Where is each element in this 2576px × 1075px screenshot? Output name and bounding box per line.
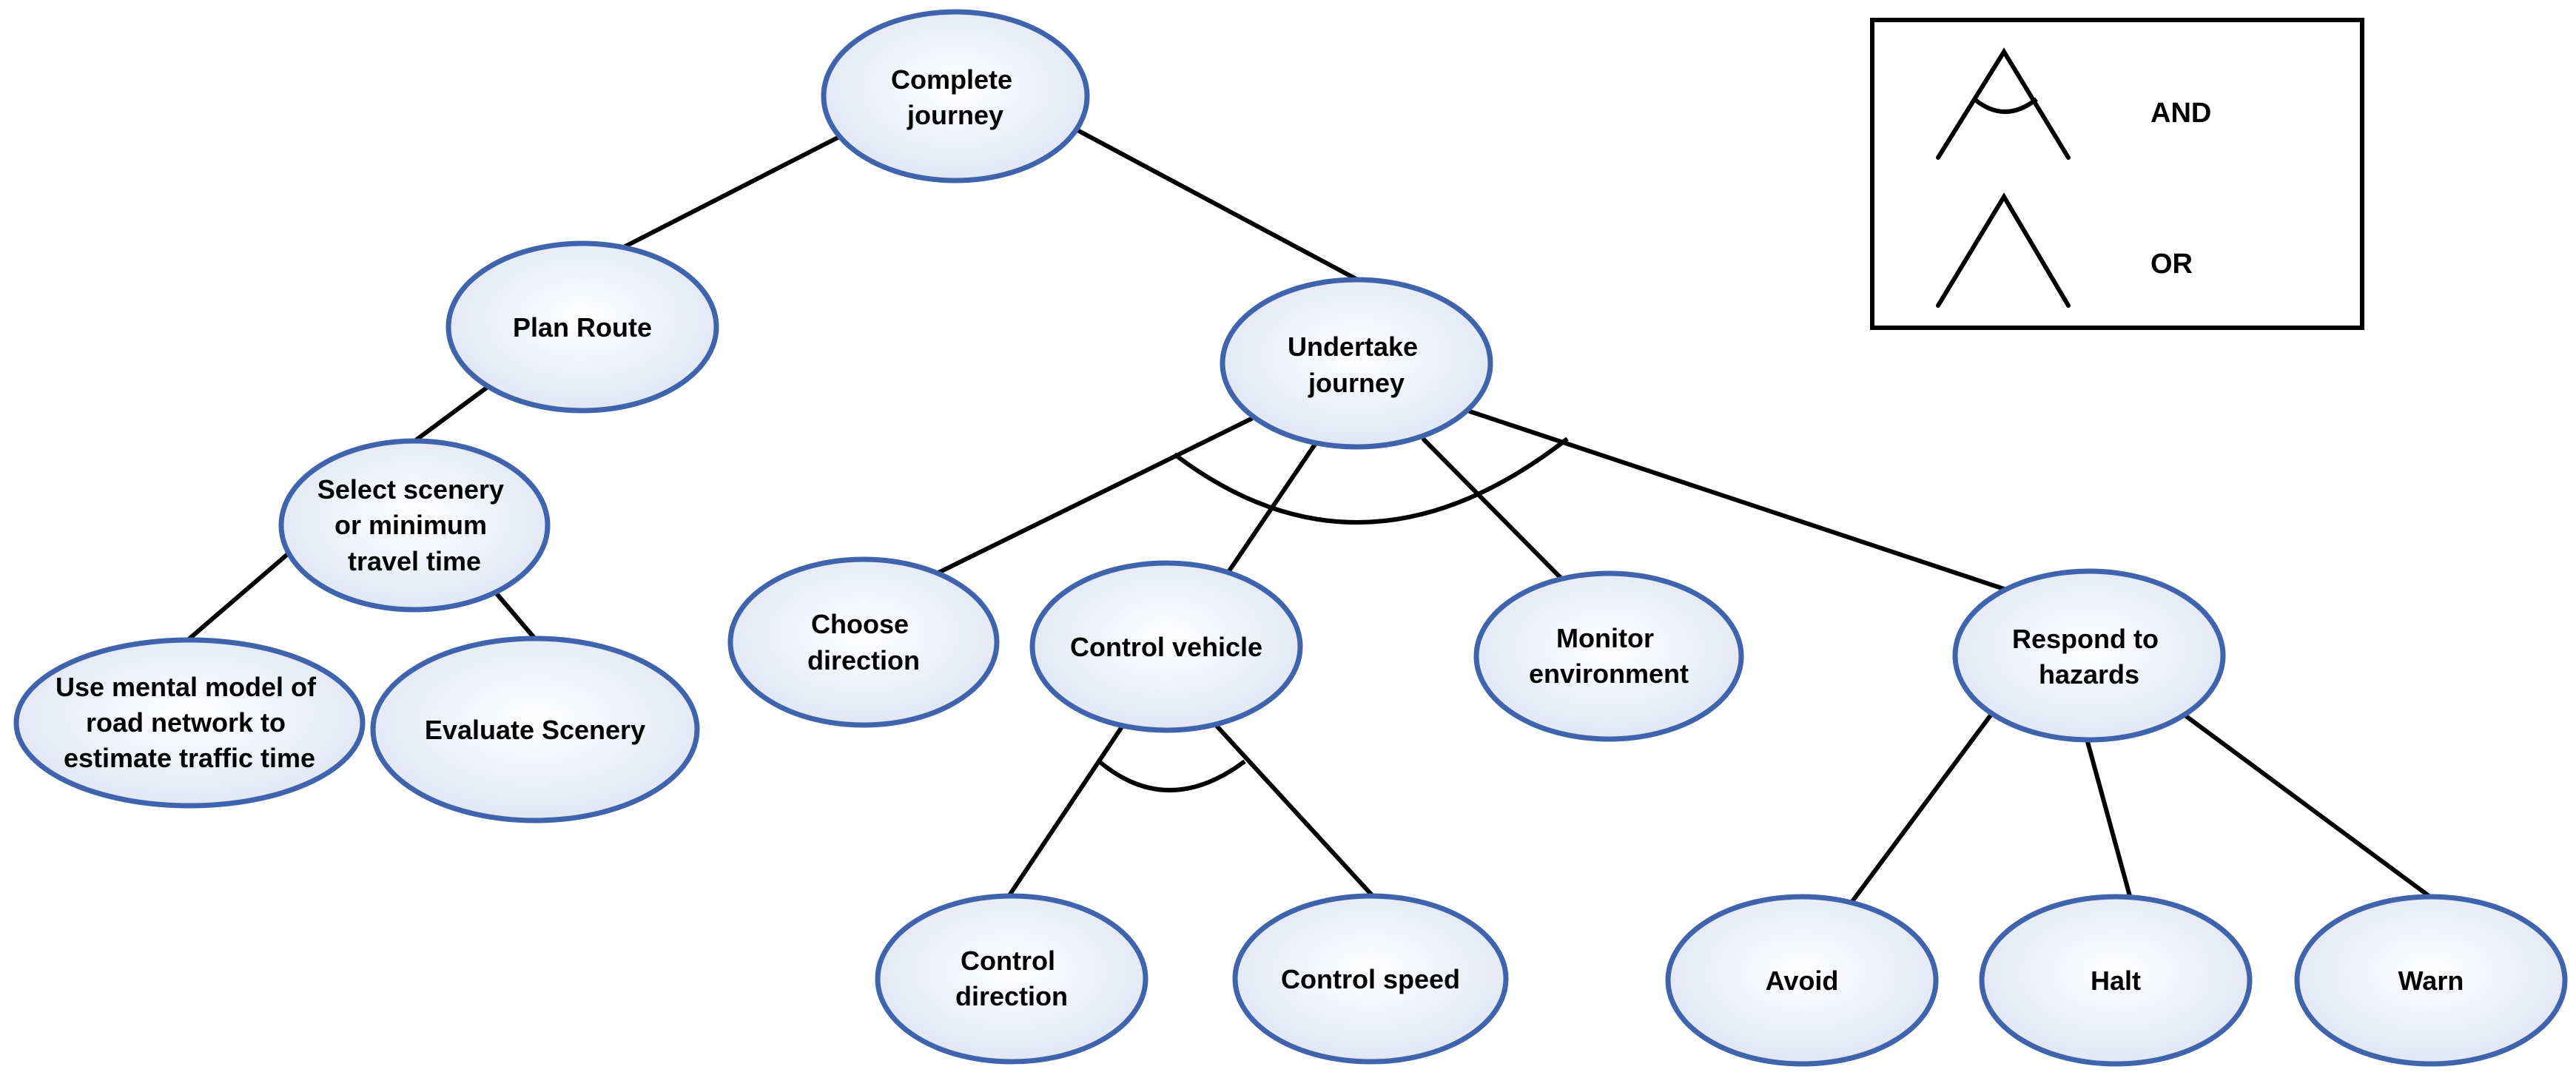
node-warn: Warn	[2294, 894, 2568, 1067]
node-plan-route-label: Plan Route	[513, 312, 652, 343]
node-monitor-environment-label: Monitor environment	[1529, 623, 1689, 689]
node-evaluate-scenery-label: Evaluate Scenery	[425, 715, 645, 745]
node-avoid-label: Avoid	[1766, 966, 1839, 996]
edge-control-vehicle-speed	[1214, 723, 1375, 898]
legend: AND OR	[1870, 18, 2364, 330]
node-control-direction-label: Control direction	[955, 946, 1068, 1011]
node-control-vehicle-label: Control vehicle	[1070, 632, 1262, 662]
node-select-scenery-label: Select scenery or minimum travel time	[317, 474, 511, 576]
node-complete-journey: Complete journey	[821, 9, 1090, 183]
and-symbol-icon	[1936, 47, 2071, 160]
and-arc-control-vehicle	[1097, 759, 1246, 792]
node-use-mental-model: Use mental model of road network to esti…	[13, 637, 366, 809]
edge-complete-undertake	[1075, 128, 1364, 284]
legend-and-label: AND	[2150, 98, 2211, 129]
node-respond-to-hazards: Respond to hazards	[1952, 568, 2226, 743]
connector-lines	[186, 128, 2433, 906]
edge-complete-plan	[617, 135, 840, 252]
node-complete-journey-label: Complete journey	[891, 64, 1020, 130]
node-control-speed: Control speed	[1232, 893, 1509, 1065]
edge-respond-halt	[2085, 737, 2132, 898]
node-halt-label: Halt	[2091, 966, 2141, 996]
node-halt: Halt	[1979, 894, 2253, 1067]
node-choose-direction: Choose direction	[727, 556, 1000, 728]
node-plan-route: Plan Route	[445, 240, 719, 414]
or-symbol-icon	[1936, 192, 2071, 308]
node-control-speed-label: Control speed	[1281, 964, 1460, 994]
legend-box	[1870, 18, 2364, 330]
node-undertake-journey: Undertake journey	[1220, 277, 1493, 450]
edge-plan-select	[408, 385, 490, 446]
edge-respond-warn	[2181, 712, 2433, 900]
node-control-vehicle: Control vehicle	[1029, 560, 1303, 733]
edge-respond-avoid	[1849, 708, 1997, 906]
node-avoid: Avoid	[1665, 894, 1939, 1067]
edge-undertake-respond	[1467, 409, 2008, 592]
node-undertake-journey-label: Undertake journey	[1288, 331, 1425, 398]
node-evaluate-scenery: Evaluate Scenery	[370, 636, 700, 823]
node-use-mental-model-label: Use mental model of road network to esti…	[56, 672, 323, 773]
node-choose-direction-label: Choose direction	[807, 609, 920, 675]
edge-select-mental	[186, 550, 292, 641]
edge-undertake-choose	[935, 417, 1254, 576]
node-warn-label: Warn	[2398, 966, 2464, 996]
edge-select-evaluate	[493, 590, 540, 644]
edge-control-vehicle-direction	[1006, 724, 1125, 900]
legend-or-label: OR	[2150, 249, 2193, 280]
node-select-scenery: Select scenery or minimum travel time	[278, 438, 551, 613]
node-monitor-environment: Monitor environment	[1473, 570, 1744, 742]
node-respond-to-hazards-label: Respond to hazards	[2012, 624, 2166, 690]
edge-undertake-monitor	[1422, 437, 1564, 582]
and-arc-undertake-journey	[1173, 437, 1569, 525]
node-control-direction: Control direction	[875, 893, 1149, 1065]
